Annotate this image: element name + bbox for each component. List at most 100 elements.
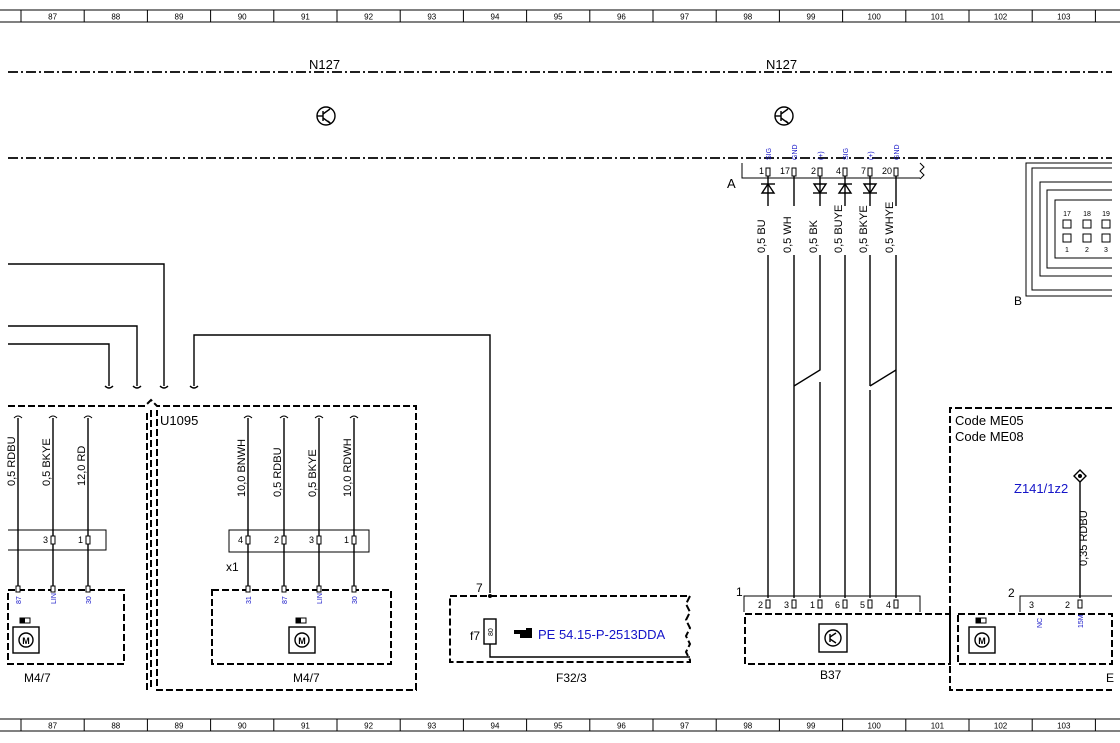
n127-wire-bundle xyxy=(767,255,897,598)
terminal-label: 15M xyxy=(1078,614,1085,628)
transistor-symbol-icon xyxy=(774,106,794,126)
grid-column-label: 94 xyxy=(491,722,500,731)
terminal-label: 30 xyxy=(86,596,93,604)
pin-signal: GND xyxy=(792,144,799,160)
terminal-label: 87 xyxy=(282,596,289,604)
terminal-label: 30 xyxy=(352,596,359,604)
motor-icon: M xyxy=(288,617,316,654)
grid-column-label: 91 xyxy=(301,13,310,22)
pin-number: 1 xyxy=(810,600,815,610)
pin-number: 3 xyxy=(43,535,48,545)
code-me05-label: Code ME05 xyxy=(955,413,1024,428)
f7-label: f7 xyxy=(470,629,480,643)
pin-number: 20 xyxy=(882,166,892,176)
wire-label: 12,0 RD xyxy=(76,446,88,486)
pin-number: 5 xyxy=(860,600,865,610)
grid-column-label: 90 xyxy=(238,13,247,22)
pin-number: 6 xyxy=(835,600,840,610)
grid-column-label: 89 xyxy=(175,722,184,731)
grid-column-label: 93 xyxy=(427,13,436,22)
motor-icon: M xyxy=(968,617,996,654)
node-2-label: 2 xyxy=(1008,586,1015,600)
inset-pin-number: 19 xyxy=(1102,211,1110,218)
grid-column-label: 98 xyxy=(743,722,752,731)
u1095-label: U1095 xyxy=(160,413,198,428)
e-right-assembly: Code ME05 Code ME08 Z141/1z2 0,35 RDBU 2… xyxy=(949,407,1114,691)
pin-number: 1 xyxy=(759,166,764,176)
node-7-label: 7 xyxy=(476,581,483,595)
m47-left-assembly: M4/7 M xyxy=(7,415,125,685)
grid-column-label: 92 xyxy=(364,13,373,22)
n127-label-left: N127 xyxy=(309,57,340,72)
pin-number: 17 xyxy=(780,166,790,176)
grid-column-label: 95 xyxy=(554,722,563,731)
pin-signal: SIG xyxy=(766,148,773,160)
connector-b-label: B xyxy=(1014,294,1022,308)
n127-pin: 2(+) 0,5 BK xyxy=(808,151,828,253)
wire-label: 0,5 BKYE xyxy=(307,449,319,497)
grid-column-label: 100 xyxy=(868,13,882,22)
connector-diamond-icon xyxy=(1073,469,1087,483)
wire-label: 0,5 BKYE xyxy=(858,205,870,253)
wire-label: 0,5 RDBU xyxy=(272,447,284,497)
pin-signal: (+) xyxy=(818,151,825,160)
wire-label: 10,0 RDWH xyxy=(342,438,354,497)
grid-column-label: 99 xyxy=(807,722,816,731)
terminal-label: LIN xyxy=(317,593,324,604)
grid-column-label: 87 xyxy=(48,722,57,731)
grid-column-label: 103 xyxy=(1057,13,1071,22)
grid-column-label: 95 xyxy=(554,13,563,22)
pin-number: 7 xyxy=(861,166,866,176)
terminal-label: LIN xyxy=(51,593,58,604)
n127-label-right: N127 xyxy=(766,57,797,72)
motor-icon: M xyxy=(12,617,40,654)
svg-text:M: M xyxy=(978,636,986,646)
wire-label: 0,5 RDBU xyxy=(6,436,18,486)
pin-signal: SIG xyxy=(843,148,850,160)
terminal-label: 31 xyxy=(246,596,253,604)
grid-column-label: 96 xyxy=(617,722,626,731)
terminal-label: NC xyxy=(1037,618,1044,628)
code-me08-label: Code ME08 xyxy=(955,429,1024,444)
wire-label: 0,5 BK xyxy=(808,219,820,253)
grid-column-label: 97 xyxy=(680,722,689,731)
m47-mid-assembly: x1 M4/7 M xyxy=(211,415,392,685)
wire-label: 0,5 BUYE xyxy=(833,205,845,253)
grid-column-label: 88 xyxy=(111,722,120,731)
inset-pin-number: 3 xyxy=(1104,247,1108,254)
pin-number: 4 xyxy=(886,600,891,610)
u1095-frame xyxy=(8,398,417,691)
grid-column-label: 87 xyxy=(48,13,57,22)
pin-number: 2 xyxy=(758,600,763,610)
grid-column-label: 101 xyxy=(931,13,945,22)
reference-link[interactable]: PE 54.15-P-2513DDA xyxy=(538,627,666,642)
b37-label: B37 xyxy=(820,668,842,682)
f32-label: F32/3 xyxy=(556,671,587,685)
wire-label: 0,5 WHYE xyxy=(884,202,896,253)
pin-signal: (+) xyxy=(868,151,875,160)
grid-column-label: 92 xyxy=(364,722,373,731)
grid-column-label: 93 xyxy=(427,722,436,731)
svg-text:M: M xyxy=(22,636,30,646)
pin-number: 3 xyxy=(1029,600,1034,610)
grid-column-label: 103 xyxy=(1057,722,1071,731)
sensor-icon xyxy=(818,623,848,653)
z141-link[interactable]: Z141/1z2 xyxy=(1014,481,1068,496)
pin-number: 2 xyxy=(811,166,816,176)
connector-a-label: A xyxy=(727,176,736,191)
inset-pin-number: 18 xyxy=(1083,211,1091,218)
grid-column-label: 88 xyxy=(111,13,120,22)
m47-left-label: M4/7 xyxy=(24,671,51,685)
grid-column-label: 98 xyxy=(743,13,752,22)
grid-column-label: 94 xyxy=(491,13,500,22)
pin-number: 3 xyxy=(309,535,314,545)
grid-column-label: 99 xyxy=(807,13,816,22)
node-1-label: 1 xyxy=(736,585,743,599)
